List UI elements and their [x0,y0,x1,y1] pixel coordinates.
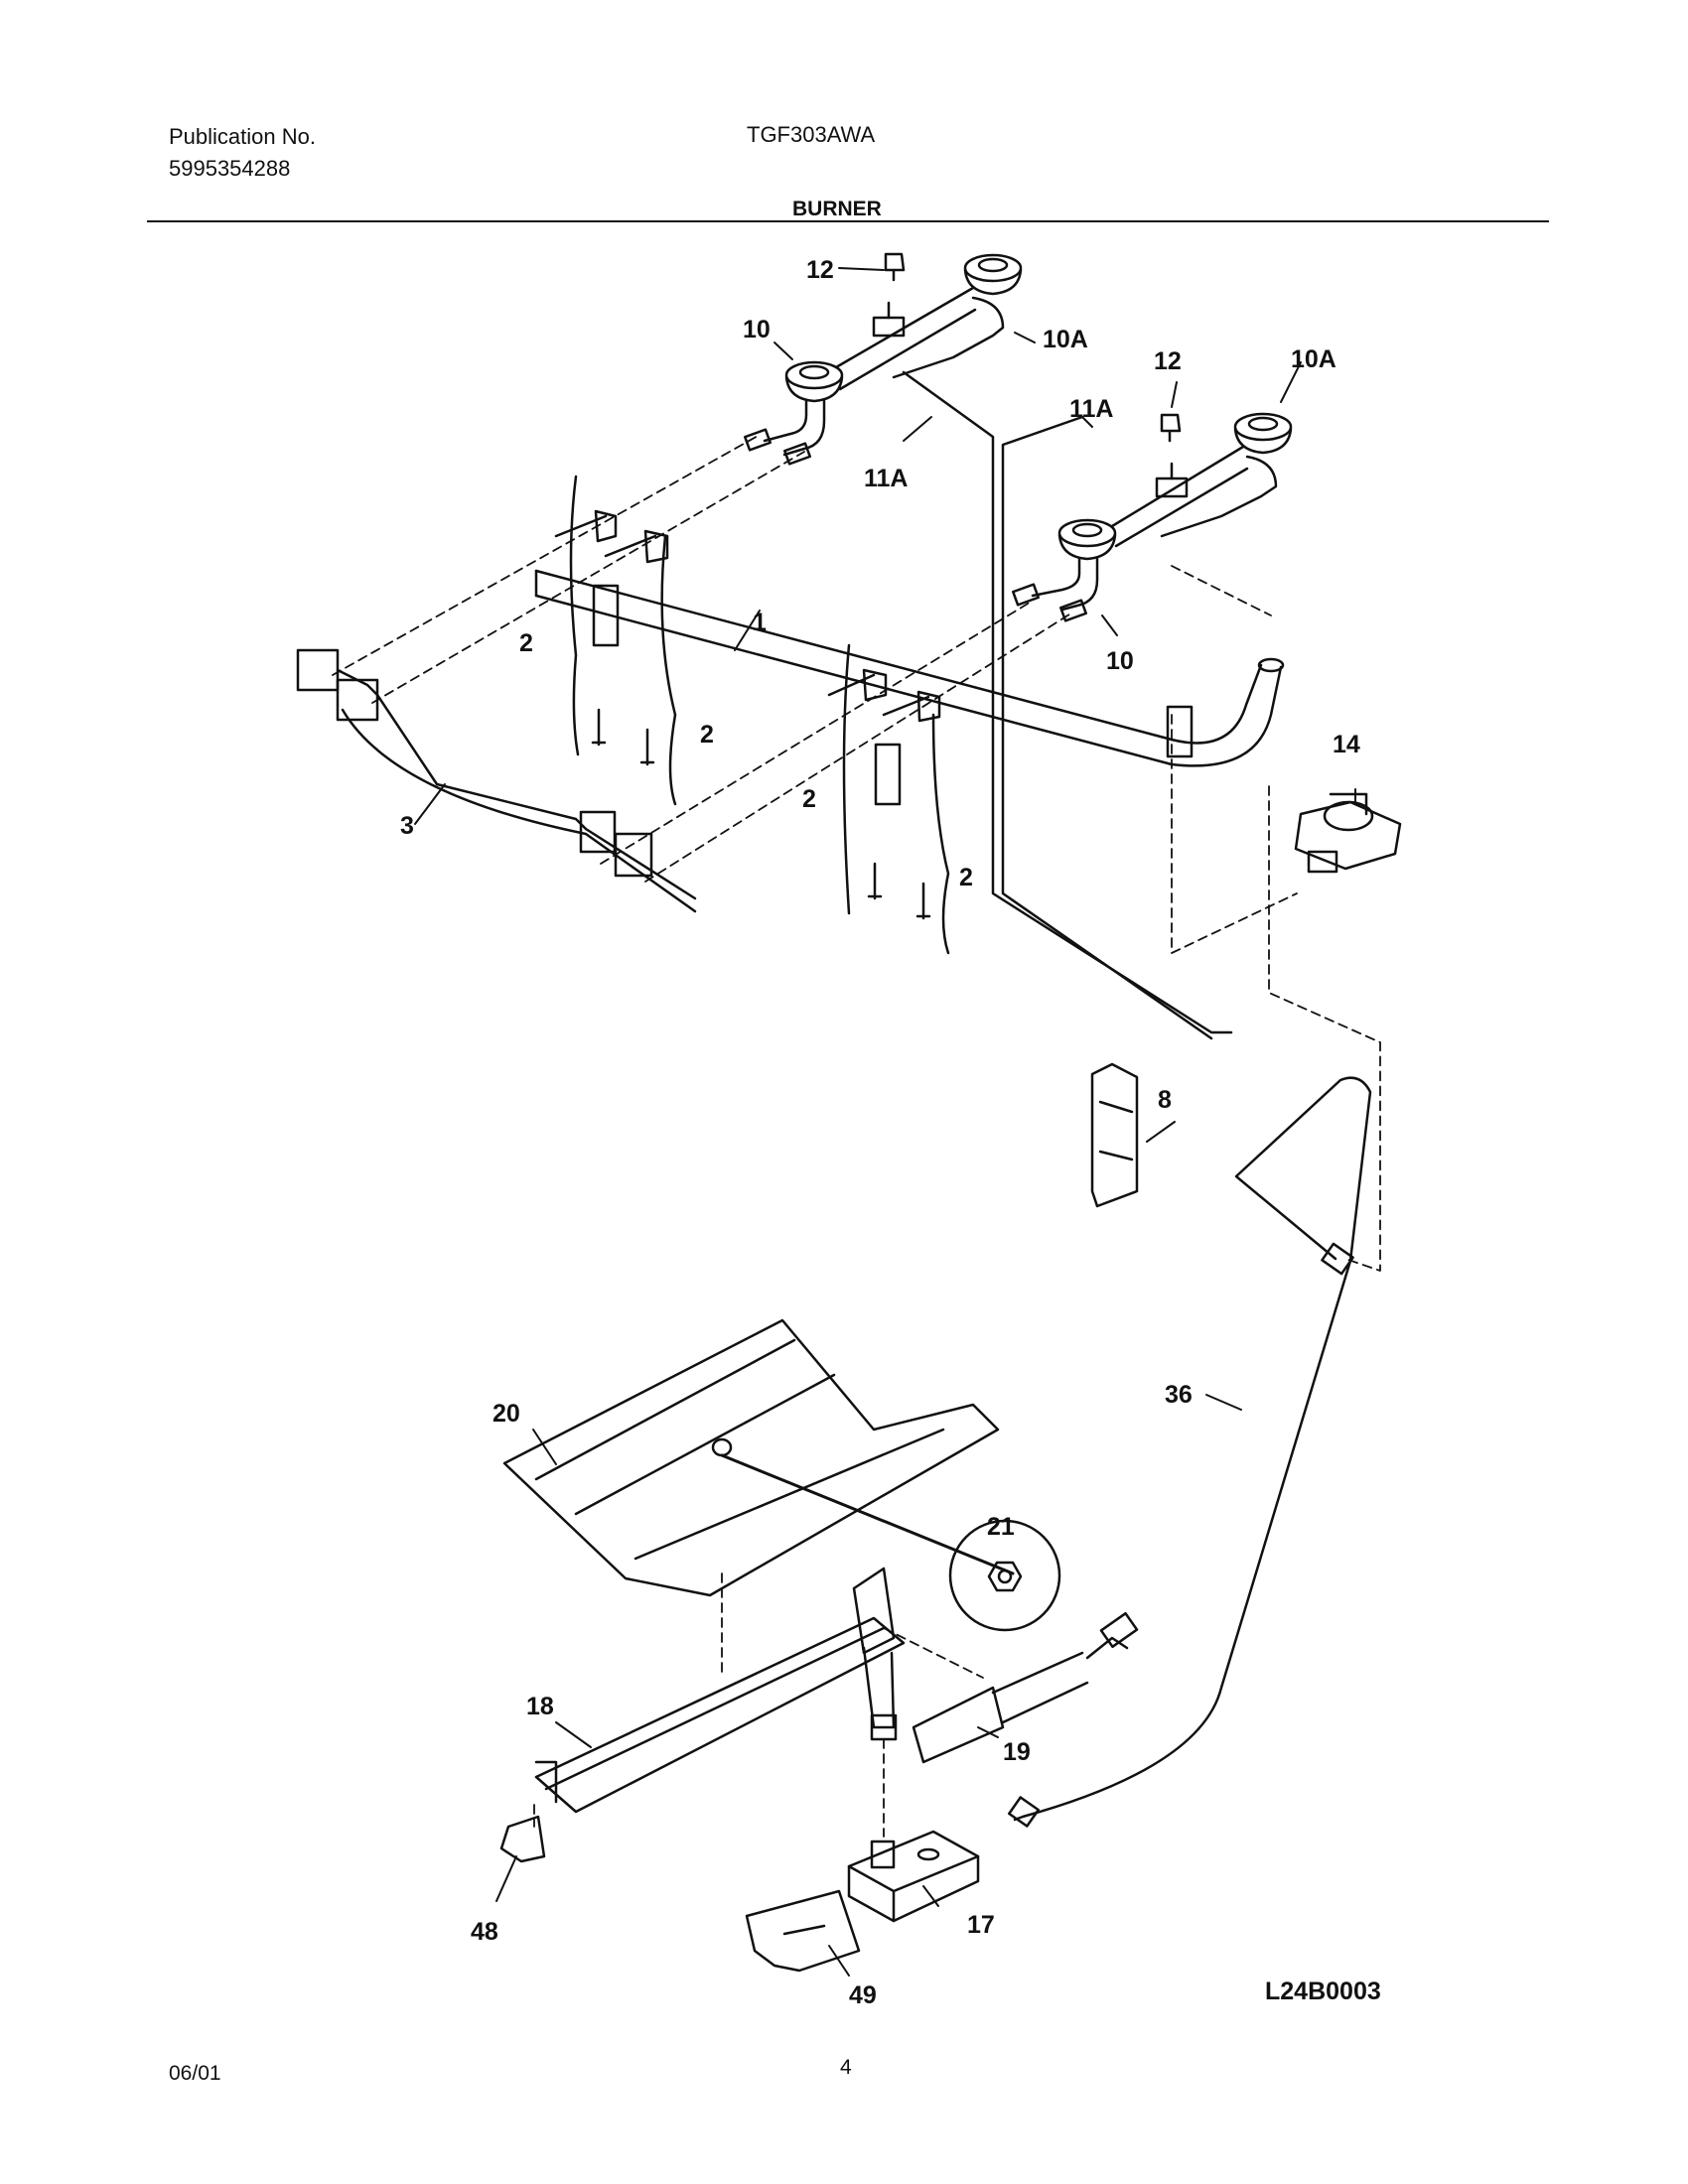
callout-10a-right: 10A [1291,345,1336,373]
burner-clip [499,1815,546,1863]
safety-valve [847,1830,980,1923]
pilot-tube-11a [902,370,1233,1034]
callout-11a-right: 11A [1069,395,1113,423]
callout-3: 3 [400,812,414,840]
leader-lines [414,267,1356,1977]
alignment-lines [332,434,1381,1838]
oven-igniter [912,1611,1139,1764]
callout-12-left: 12 [806,256,834,284]
callout-18: 18 [526,1693,554,1720]
gas-supply-tube [1013,1076,1372,1822]
publication-number: 5995354288 [169,156,291,181]
header-rule [147,220,1549,222]
igniters [554,475,950,955]
callout-21: 21 [987,1513,1015,1541]
bracket-8 [1090,1062,1139,1208]
callout-8: 8 [1158,1086,1172,1114]
footer-date: 06/01 [169,2062,221,2085]
callout-12-right: 12 [1154,347,1182,375]
clip-12-right [1160,413,1182,443]
callout-1: 1 [753,609,767,636]
model-number: TGF303AWA [747,122,876,147]
drawing-code: L24B0003 [1265,1978,1381,2005]
callout-2-c: 2 [802,785,816,813]
callout-10a-left: 10A [1043,326,1088,353]
pressure-regulator [1294,792,1402,874]
callout-48: 48 [471,1918,498,1946]
valve-shield [745,1889,861,1973]
callout-14: 14 [1333,731,1360,758]
burner-assembly-right [1012,412,1293,622]
mounting-screws [591,708,931,920]
burner-baffle [502,1318,1015,1597]
callout-11a-left: 11A [864,465,908,492]
callout-10-left: 10 [743,316,771,343]
nut-detail-circle [948,1519,1061,1632]
callout-2-b: 2 [700,721,714,749]
clip-12-left [884,252,906,282]
callout-2-a: 2 [519,629,533,657]
publication-label: Publication No. [169,124,316,149]
manifold-pipe [534,569,1174,766]
callout-20: 20 [492,1400,520,1428]
oven-burner [534,1567,906,1814]
page-number: 4 [840,2056,852,2079]
callout-2-d: 2 [959,864,973,891]
burner-bracket [296,648,697,900]
callout-10-right: 10 [1106,647,1134,675]
callout-49: 49 [849,1981,877,2009]
section-title: BURNER [792,198,882,220]
callout-36: 36 [1165,1381,1193,1409]
callout-17: 17 [967,1911,995,1939]
burner-assembly-left [744,253,1023,466]
callout-19: 19 [1003,1738,1031,1766]
